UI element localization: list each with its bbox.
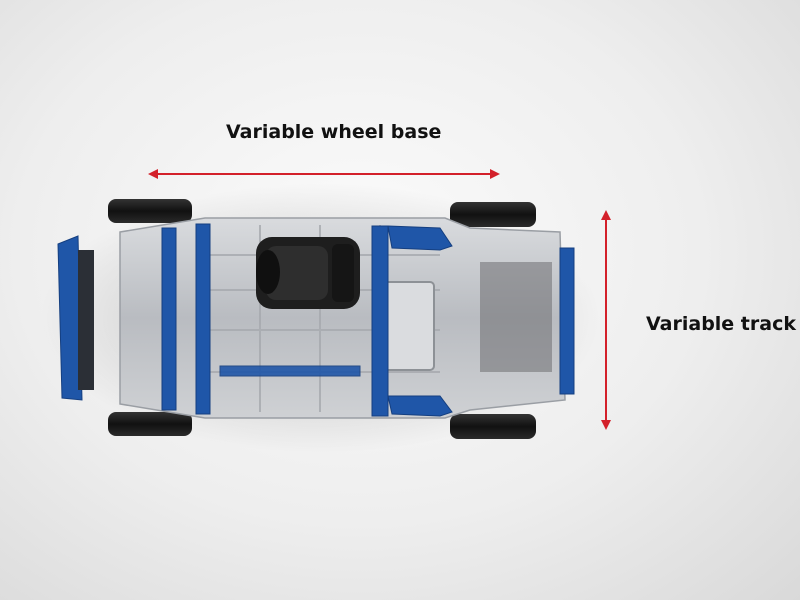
blue-frame (57, 223, 575, 417)
wheel-base-label: Variable wheel base (226, 121, 442, 143)
front-left-tire (108, 199, 192, 223)
track-arrow (601, 210, 611, 430)
front-right-tire (108, 412, 192, 436)
rear-left-tire (450, 202, 536, 227)
track-label: Variable track (646, 313, 796, 335)
double-arrow-icon (148, 169, 158, 179)
rear-right-tire (450, 414, 536, 439)
steering-wheel (256, 250, 280, 294)
battery-pack (381, 281, 435, 371)
wheel-base-arrow (148, 169, 500, 179)
double-arrow-icon (601, 210, 611, 220)
tires (108, 199, 536, 439)
driver-seat (256, 237, 360, 309)
rear-opening (480, 262, 552, 372)
